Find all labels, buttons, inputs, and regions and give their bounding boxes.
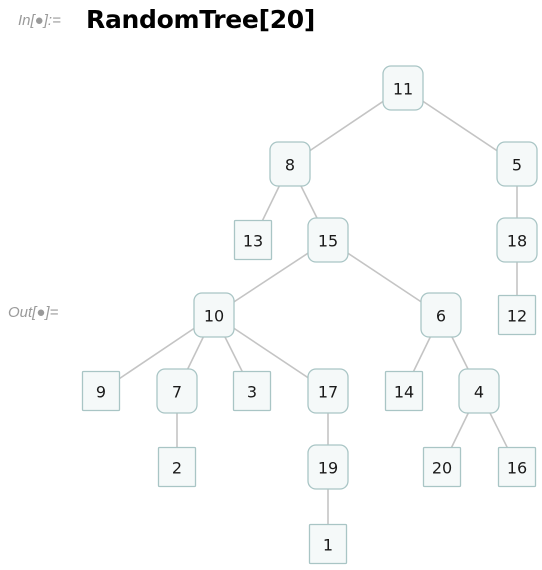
tree-node-label: 3 — [247, 383, 257, 402]
tree-node-label: 17 — [318, 383, 338, 402]
tree-node-label: 6 — [436, 307, 446, 326]
output-cell-label: Out[●]= — [8, 304, 59, 321]
tree-node-box — [496, 217, 538, 263]
tree-node-box — [458, 368, 500, 414]
tree-node-box — [233, 219, 273, 261]
tree-node-label: 2 — [172, 459, 182, 478]
tree-node-3: 3 — [232, 370, 272, 412]
tree-node-label: 12 — [507, 307, 527, 326]
tree-node-label: 20 — [432, 459, 452, 478]
tree-node-box — [193, 292, 235, 338]
tree-node-6: 6 — [420, 292, 462, 338]
tree-node-box — [269, 141, 311, 187]
tree-node-label: 1 — [323, 536, 333, 555]
tree-node-box — [307, 217, 349, 263]
tree-node-box — [420, 292, 462, 338]
tree-node-8: 8 — [269, 141, 311, 187]
tree-node-box — [382, 65, 424, 111]
tree-node-15: 15 — [307, 217, 349, 263]
tree-node-label: 11 — [393, 80, 413, 99]
tree-node-label: 8 — [285, 156, 295, 175]
tree-node-box — [157, 446, 197, 488]
tree-node-18: 18 — [496, 217, 538, 263]
tree-node-box — [422, 446, 462, 488]
tree-node-10: 10 — [193, 292, 235, 338]
tree-nodes: 11 8 5 13 15 18 10 6 12 9 7 3 17 14 4 2 19 20 16 1 — [81, 65, 538, 565]
tree-node-box — [232, 370, 272, 412]
tree-node-label: 9 — [96, 383, 106, 402]
tree-node-label: 19 — [318, 459, 338, 478]
tree-node-7: 7 — [156, 368, 198, 414]
tree-node-14: 14 — [384, 370, 424, 412]
tree-node-label: 5 — [512, 156, 522, 175]
tree-node-box — [497, 294, 537, 336]
tree-node-box — [307, 368, 349, 414]
tree-node-box — [497, 446, 537, 488]
tree-node-9: 9 — [81, 370, 121, 412]
tree-node-17: 17 — [307, 368, 349, 414]
tree-node-label: 16 — [507, 459, 527, 478]
tree-node-label: 13 — [243, 232, 263, 251]
tree-node-label: 15 — [318, 232, 338, 251]
tree-node-11: 11 — [382, 65, 424, 111]
tree-node-label: 4 — [474, 383, 484, 402]
tree-node-label: 14 — [394, 383, 414, 402]
tree-node-label: 18 — [507, 232, 527, 251]
tree-node-20: 20 — [422, 446, 462, 488]
tree-node-1: 1 — [308, 523, 348, 565]
tree-node-label: 10 — [204, 307, 224, 326]
tree-node-box — [384, 370, 424, 412]
tree-node-box — [308, 523, 348, 565]
tree-node-2: 2 — [157, 446, 197, 488]
tree-node-box — [307, 444, 349, 490]
tree-node-box — [81, 370, 121, 412]
tree-node-13: 13 — [233, 219, 273, 261]
tree-node-19: 19 — [307, 444, 349, 490]
tree-node-16: 16 — [497, 446, 537, 488]
tree-node-box — [156, 368, 198, 414]
input-code[interactable]: RandomTree[20] — [86, 5, 316, 34]
tree-node-4: 4 — [458, 368, 500, 414]
tree-node-label: 7 — [172, 383, 182, 402]
tree-node-12: 12 — [497, 294, 537, 336]
input-cell-label: In[●]:= — [18, 12, 61, 29]
tree-node-5: 5 — [496, 141, 538, 187]
tree-node-box — [496, 141, 538, 187]
